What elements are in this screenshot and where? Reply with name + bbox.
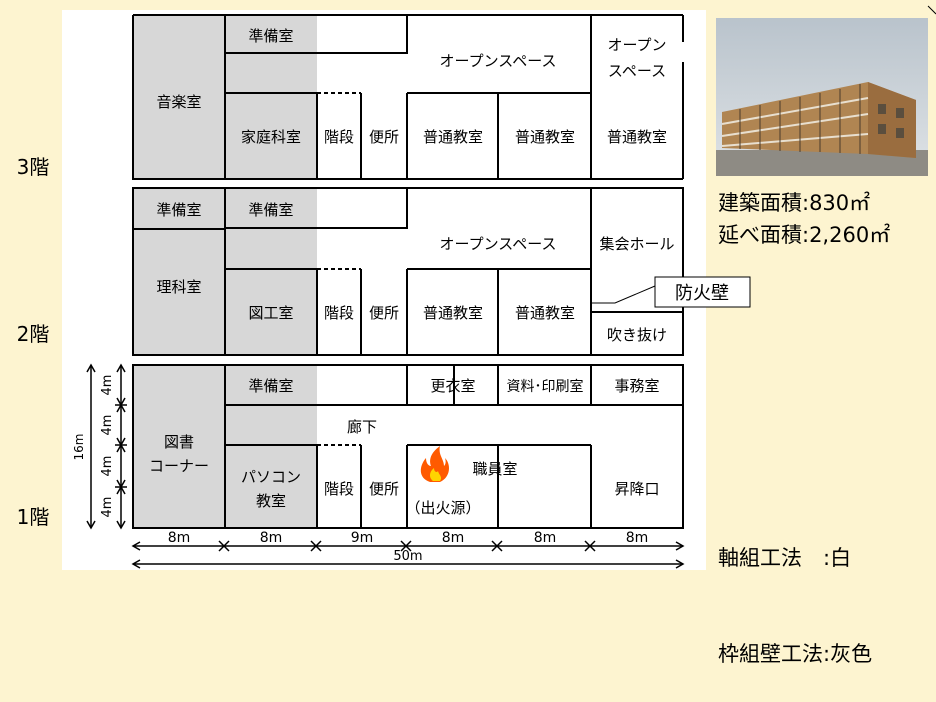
label-2f-benjo: 便所 bbox=[369, 304, 399, 322]
corner-mark bbox=[927, 5, 936, 15]
floor-label-2: 2階 bbox=[17, 322, 50, 346]
label-3f-junbi: 準備室 bbox=[248, 27, 293, 45]
room-pc-junbi bbox=[225, 365, 317, 528]
firewall-callout-box bbox=[654, 276, 751, 308]
dim-col-5: 8m bbox=[534, 530, 557, 546]
label-3f-katei: 家庭科室 bbox=[241, 128, 301, 146]
room-junbi-katei bbox=[225, 15, 317, 179]
dim-col-6: 8m bbox=[626, 530, 649, 546]
label-2f-rika: 理科室 bbox=[156, 278, 201, 296]
label-2f-kaidan: 階段 bbox=[324, 304, 354, 322]
label-1f-benjo: 便所 bbox=[369, 480, 399, 498]
floor-2 bbox=[132, 187, 684, 356]
label-1f-pc-l2: 教室 bbox=[256, 492, 286, 510]
label-2f-shukai: 集会ホール bbox=[599, 235, 674, 253]
room-rika bbox=[133, 188, 225, 355]
label-3f-futsu2: 普通教室 bbox=[515, 128, 575, 146]
label-1f-kaidan: 階段 bbox=[324, 480, 354, 498]
floor-label-1: 1階 bbox=[17, 505, 50, 529]
label-2f-junbi1: 準備室 bbox=[156, 201, 201, 219]
area-info: 建築面積:830㎡ 延べ面積:2,260㎡ bbox=[718, 187, 890, 251]
label-3f-kaidan: 階段 bbox=[324, 128, 354, 146]
dim-row-2: 4m bbox=[100, 415, 115, 436]
label-2f-junbi2: 準備室 bbox=[248, 201, 293, 219]
vertical-dimensions bbox=[86, 363, 127, 530]
label-3f-futsu3: 普通教室 bbox=[607, 128, 667, 146]
label-3f-futsu1: 普通教室 bbox=[423, 128, 483, 146]
label-3f-open2-l1: オープン bbox=[607, 36, 666, 54]
label-1f-shukka: （出火源） bbox=[405, 499, 480, 517]
horizontal-dimensions bbox=[131, 540, 685, 569]
label-2f-futsu2: 普通教室 bbox=[515, 304, 575, 322]
legend-line-1: 軸組工法 :白 bbox=[718, 546, 852, 570]
dim-row-3: 4m bbox=[100, 456, 115, 477]
label-2f-futsu1: 普通教室 bbox=[423, 304, 483, 322]
area-total: 延べ面積:2,260㎡ bbox=[718, 223, 891, 247]
label-1f-shoko: 昇降口 bbox=[614, 480, 659, 498]
building-photo bbox=[716, 18, 928, 176]
room-zuko bbox=[225, 188, 317, 355]
room-tosho bbox=[133, 365, 225, 528]
label-2f-fukinuke: 吹き抜け bbox=[607, 326, 667, 344]
floor-label-3: 3階 bbox=[17, 155, 50, 179]
legend: 軸組工法 :白 枠組壁工法:灰色 bbox=[718, 478, 872, 702]
label-3f-open: オープンスペース bbox=[439, 52, 556, 70]
dim-row-1: 4m bbox=[100, 375, 115, 396]
label-2f-zuko: 図工室 bbox=[248, 304, 293, 322]
dim-row-4: 4m bbox=[100, 497, 115, 518]
dim-total-height: 16m bbox=[72, 434, 86, 461]
label-3f-ongaku: 音楽室 bbox=[156, 93, 201, 111]
firewall-leader bbox=[591, 285, 656, 304]
label-2f-open: オープンスペース bbox=[439, 235, 556, 253]
floor-1 bbox=[132, 364, 684, 529]
floor-3 bbox=[132, 14, 684, 180]
label-1f-pc-l1: パソコン bbox=[241, 468, 301, 486]
school-fire-diagram: 防火壁 音楽室 準備室 家庭科室 階段 便所 普通教室 普通教室 普通教室 オー… bbox=[17, 5, 936, 666]
dim-col-2: 8m bbox=[260, 530, 283, 546]
firewall-callout-text: 防火壁 bbox=[675, 283, 729, 304]
label-1f-jimu: 事務室 bbox=[614, 377, 659, 395]
label-1f-shokuin: 職員室 bbox=[472, 460, 517, 478]
label-1f-tosho-l2: コーナー bbox=[149, 457, 209, 475]
label-1f-roka: 廊下 bbox=[347, 418, 377, 436]
dim-total-width: 50m bbox=[393, 549, 422, 564]
floor-plan-svg: 防火壁 音楽室 準備室 家庭科室 階段 便所 普通教室 普通教室 普通教室 オー… bbox=[17, 5, 936, 570]
label-1f-junbi: 準備室 bbox=[248, 377, 293, 395]
label-3f-benjo: 便所 bbox=[369, 128, 399, 146]
label-3f-open2-l2: スペース bbox=[608, 62, 666, 80]
label-1f-shiryo: 資料･印刷室 bbox=[507, 378, 584, 395]
dim-col-4: 8m bbox=[442, 530, 465, 546]
dim-col-1: 8m bbox=[168, 530, 191, 546]
label-1f-tosho-l1: 図書 bbox=[164, 433, 194, 451]
fire-icon bbox=[420, 446, 450, 482]
room-ongaku bbox=[133, 15, 225, 179]
label-1f-koui: 更衣室 bbox=[430, 377, 475, 395]
dim-col-3: 9m bbox=[351, 530, 374, 546]
legend-line-2: 枠組壁工法:灰色 bbox=[718, 642, 873, 666]
area-building: 建築面積:830㎡ bbox=[718, 191, 871, 215]
